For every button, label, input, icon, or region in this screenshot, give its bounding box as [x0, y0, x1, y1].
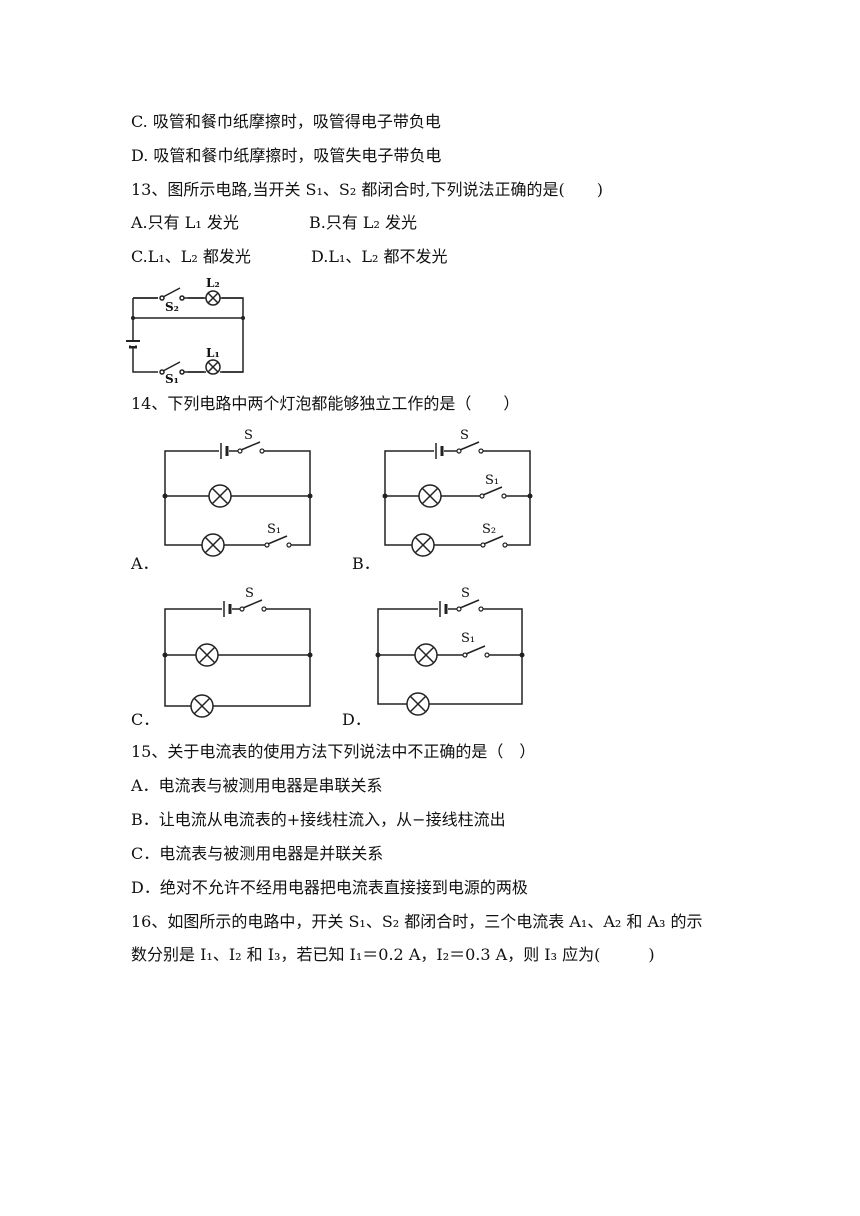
question-13: 13、图所示电路,当开关 S₁、S₂ 都闭合时,下列说法正确的是( ) [131, 180, 603, 199]
label-s1-b: S₁ [485, 473, 500, 488]
circuit-d [377, 608, 523, 705]
option-c-q15: C．电流表与被测用电器是并联关系 [131, 844, 384, 863]
circuit-a [164, 450, 311, 546]
option-a-q13: A.只有 L₁ 发光 [131, 213, 239, 232]
option-a-q15: A．电流表与被测用电器是串联关系 [131, 776, 383, 795]
label-s-b: S [460, 428, 469, 443]
circuit-c [164, 608, 311, 707]
option-b-q15: B．让电流从电流表的+接线柱流入，从−接线柱流出 [131, 810, 506, 829]
question-15: 15、关于电流表的使用方法下列说法中不正确的是（ ） [131, 742, 536, 761]
option-d-q15: D．绝对不允许不经用电器把电流表直接接到电源的两极 [131, 878, 528, 897]
label-s1-fig13: S₁ [165, 372, 179, 386]
option-b-q13: B.只有 L₂ 发光 [309, 213, 418, 232]
label-l2-fig13: L₂ [206, 276, 220, 290]
label-s-d: S [461, 586, 470, 601]
label-l1-fig13: L₁ [206, 346, 220, 360]
option-b-q14: B． [352, 554, 380, 573]
label-s-a: S [244, 428, 253, 443]
circuit-b [384, 450, 531, 546]
question-16-line1: 16、如图所示的电路中，开关 S₁、S₂ 都闭合时，三个电流表 A₁、A₂ 和 … [131, 912, 703, 931]
label-s2-b: S₂ [482, 522, 497, 537]
option-d-q13: D.L₁、L₂ 都不发光 [311, 247, 448, 266]
option-c-q13: C.L₁、L₂ 都发光 [131, 247, 251, 266]
label-s2-fig13: S₂ [165, 300, 179, 314]
option-d-q12: D. 吸管和餐巾纸摩擦时，吸管失电子带负电 [131, 146, 442, 165]
option-c-q12: C. 吸管和餐巾纸摩擦时，吸管得电子带负电 [131, 112, 441, 131]
option-d-q14: D． [342, 710, 371, 729]
label-s-c: S [245, 586, 254, 601]
question-16-line2: 数分别是 I₁、I₂ 和 I₃，若已知 I₁＝0.2 A，I₂＝0.3 A，则 … [131, 945, 655, 964]
label-s1-d: S₁ [461, 631, 476, 646]
label-s1-a: S₁ [267, 522, 282, 537]
option-a-q14: A． [131, 554, 159, 573]
option-c-q14: C． [131, 710, 160, 729]
question-14: 14、下列电路中两个灯泡都能够独立工作的是（ ） [131, 394, 520, 413]
